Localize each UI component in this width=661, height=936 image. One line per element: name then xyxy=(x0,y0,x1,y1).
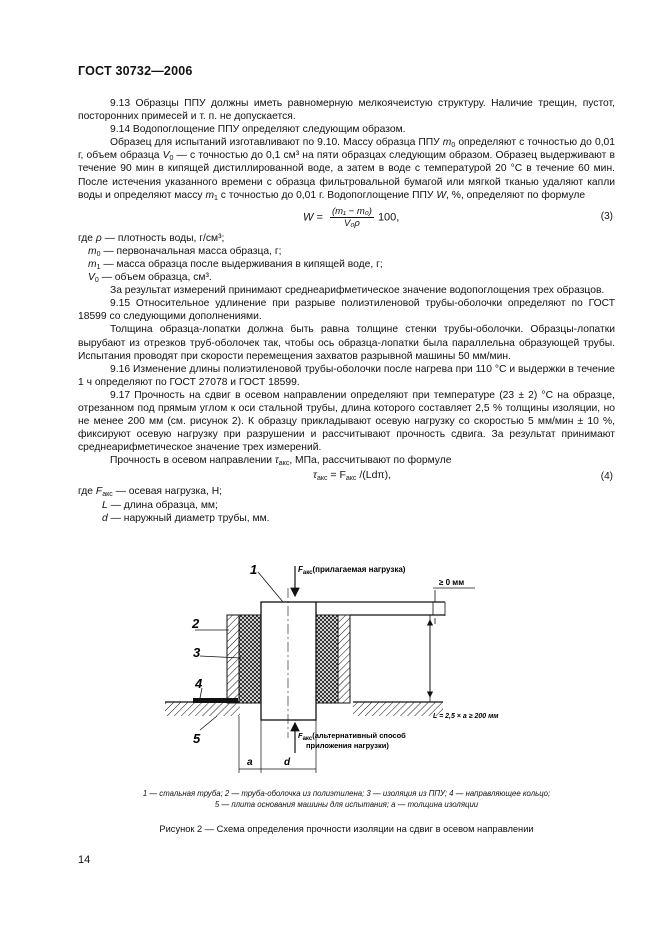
label-1: 1 xyxy=(250,562,257,577)
figure-2-diagram: 1 2 3 4 5 Fакс(прилагаемая нагрузка) ≥ 0… xyxy=(165,562,499,773)
paragraph-9-16: 9.16 Изменение длины полиэтиленовой труб… xyxy=(78,363,615,388)
formula-4-number: (4) xyxy=(600,471,613,483)
force-bottom-note: приложения нагрузки) xyxy=(306,741,389,750)
figure-caption: Рисунок 2 — Схема определения прочности … xyxy=(159,824,534,834)
pe-sheath-right xyxy=(337,614,351,704)
length-dimension-label: L = 2,5 × a ≥ 200 мм xyxy=(433,713,499,720)
label-3: 3 xyxy=(193,645,201,660)
label-5: 5 xyxy=(193,731,201,746)
gap-dimension-label: ≥ 0 мм xyxy=(439,578,464,587)
definition-m1: m1 — масса образца после выдерживания в … xyxy=(88,258,383,271)
paragraph-9-13: 9.13 Образцы ППУ должны иметь равномерну… xyxy=(78,98,615,123)
paragraph-9-15-details: Толщина образца-лопатки должна быть равн… xyxy=(78,324,615,362)
force-top-label: Fакс(прилагаемая нагрузка) xyxy=(298,565,406,576)
definition-length: L — длина образца, мм; xyxy=(102,499,218,511)
ppu-insulation-right xyxy=(315,614,339,704)
definition-f-axial: где Fакс — осевая нагрузка, Н; xyxy=(78,486,222,499)
paragraph-9-14-procedure: Образец для испытаний изготавливают по 9… xyxy=(78,137,616,202)
figure-legend: 1 — стальная труба; 2 — труба-оболочка и… xyxy=(142,789,551,809)
page-number: 14 xyxy=(78,854,91,866)
formula-3-numerator: (m₁ − m₀) xyxy=(329,205,374,218)
pe-sheath-left xyxy=(226,614,240,704)
formula-4-definitions: где Fакс — осевая нагрузка, Н; L — длина… xyxy=(78,485,615,524)
definition-rho: где ρ — плотность воды, г/см³; xyxy=(78,232,225,244)
paragraph-9-14-result: За результат измерений принимают среднеа… xyxy=(110,285,605,297)
label-2: 2 xyxy=(191,616,200,631)
dimension-d: d xyxy=(284,757,291,768)
paragraph-9-17-formula-intro: Прочность в осевом направлении τакс, МПа… xyxy=(110,455,452,468)
definition-m0: m0 — первоначальная масса образца, г; xyxy=(88,245,282,258)
paragraph-9-15: 9.15 Относительное удлинение при разрыве… xyxy=(78,298,615,323)
force-bottom-label: Fакс(альтернативный способ xyxy=(298,731,406,742)
paragraph-9-17: 9.17 Прочность на сдвиг в осевом направл… xyxy=(78,389,615,454)
formula-3-number: (3) xyxy=(600,210,613,222)
label-4: 4 xyxy=(194,676,203,691)
dimension-a: a xyxy=(247,757,253,768)
formula-3-denominator: V₀ρ xyxy=(344,217,360,229)
formula-4: τакс = Fакс /(Ldπ), (4) xyxy=(313,469,613,483)
document-body: 9.13 Образцы ППУ должны иметь равномерну… xyxy=(78,97,615,525)
definition-diameter: d — наружный диаметр трубы, мм. xyxy=(102,512,270,524)
document-header: ГОСТ 30732—2006 xyxy=(78,64,193,78)
guide-ring xyxy=(193,698,238,703)
ppu-insulation-left xyxy=(238,614,262,704)
formula-3-definitions: где ρ — плотность воды, г/см³; m0 — перв… xyxy=(78,232,615,284)
paragraph-9-14: 9.14 Водопоглощение ППУ определяют следу… xyxy=(110,124,406,136)
formula-3: W = (m₁ − m₀) V₀ρ 100, (3) xyxy=(303,205,613,229)
definition-v0: V0 — объем образца, см³. xyxy=(88,272,212,285)
steel-pipe xyxy=(260,588,317,738)
